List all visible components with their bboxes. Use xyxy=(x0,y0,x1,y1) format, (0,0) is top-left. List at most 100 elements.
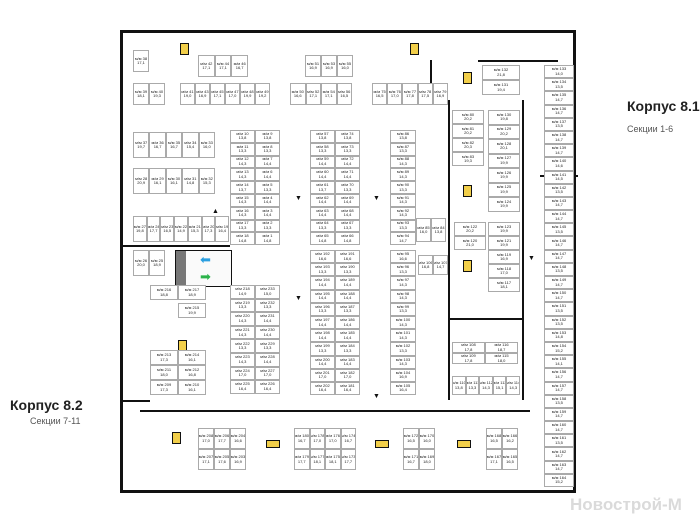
parking-spot[interactable]: м/м 15415,2 xyxy=(544,341,574,356)
parking-spot[interactable]: м/м 3918,1 xyxy=(133,83,149,105)
parking-spot[interactable]: м/м 2719,8 xyxy=(133,216,147,242)
parking-spot[interactable]: м/м 8220,3 xyxy=(452,138,484,152)
parking-spot[interactable]: м/м 9414,7 xyxy=(390,232,416,246)
parking-spot[interactable]: м/м 16113,5 xyxy=(544,434,574,448)
parking-spot[interactable]: м/м 13914,7 xyxy=(544,144,574,158)
parking-spot[interactable]: м/м 6413,3 xyxy=(310,219,335,233)
parking-spot[interactable]: м/м 12920,2 xyxy=(488,124,520,139)
parking-spot[interactable]: м/м 21016,1 xyxy=(178,380,206,395)
parking-spot[interactable]: м/м 14314,7 xyxy=(544,196,574,211)
parking-spot[interactable]: м/м 7313,3 xyxy=(335,142,360,156)
parking-spot[interactable]: м/м 6514,8 xyxy=(310,232,335,246)
parking-spot[interactable]: м/м 1814,8 xyxy=(230,232,255,246)
parking-spot[interactable]: м/м 6713,3 xyxy=(335,219,360,233)
parking-spot[interactable]: м/м 22314,3 xyxy=(230,352,255,367)
parking-spot[interactable]: м/м 16516,5 xyxy=(502,449,518,470)
parking-spot[interactable]: м/м 4517,1 xyxy=(210,83,225,105)
parking-spot[interactable]: м/м 213,3 xyxy=(255,219,280,233)
parking-spot[interactable]: м/м 22913,3 xyxy=(255,339,280,353)
parking-spot[interactable]: м/м 9114,3 xyxy=(390,193,416,207)
parking-spot[interactable]: м/м 5016,6 xyxy=(290,83,306,105)
parking-spot[interactable]: м/м 10714,7 xyxy=(433,255,448,275)
parking-spot[interactable]: м/м 4119,0 xyxy=(180,83,195,105)
parking-spot[interactable]: м/м 9814,3 xyxy=(390,289,416,303)
parking-spot[interactable]: м/м 3215,3 xyxy=(198,168,215,194)
parking-spot[interactable]: м/м 15714,7 xyxy=(544,381,574,395)
parking-spot[interactable]: м/м 20817,0 xyxy=(198,428,214,449)
parking-spot[interactable]: м/м 22516,4 xyxy=(230,380,255,394)
parking-spot[interactable]: м/м 12220,2 xyxy=(454,222,486,236)
parking-spot[interactable]: м/м 8413,8 xyxy=(431,218,446,242)
parking-spot[interactable]: м/м 11214,3 xyxy=(479,376,493,395)
parking-spot[interactable]: м/м 1113,3 xyxy=(230,142,255,156)
parking-spot[interactable]: м/м 22417,0 xyxy=(230,366,255,381)
parking-spot[interactable]: м/м 11113,3 xyxy=(465,376,480,395)
parking-spot[interactable]: м/м 3016,1 xyxy=(165,168,183,194)
parking-spot[interactable]: м/м 14414,7 xyxy=(544,210,574,224)
parking-spot[interactable]: м/м 22114,3 xyxy=(230,325,255,340)
parking-spot[interactable]: м/м 20617,7 xyxy=(214,428,230,449)
parking-spot[interactable]: м/м 3516,7 xyxy=(165,132,183,158)
parking-spot[interactable]: м/м 13514,7 xyxy=(544,91,574,105)
parking-spot[interactable]: м/м 14014,6 xyxy=(544,157,574,171)
parking-spot[interactable]: м/м 5116,9 xyxy=(305,55,321,77)
parking-spot[interactable]: м/м 14614,7 xyxy=(544,236,574,250)
parking-spot[interactable]: м/м 17617,0 xyxy=(325,428,341,449)
parking-spot[interactable]: м/м 3415,4 xyxy=(182,132,199,158)
parking-spot[interactable]: м/м 3817,1 xyxy=(133,50,149,72)
parking-spot[interactable]: м/м 17216,5 xyxy=(403,428,419,449)
parking-spot[interactable]: м/м 19913,3 xyxy=(310,342,335,356)
parking-spot[interactable]: м/м 20917,3 xyxy=(150,380,178,395)
parking-spot[interactable]: м/м 11817,0 xyxy=(488,264,520,278)
parking-spot[interactable]: м/м 14813,5 xyxy=(544,262,574,276)
parking-spot[interactable]: м/м 14114,5 xyxy=(544,170,574,184)
parking-spot[interactable]: м/м 9913,3 xyxy=(390,302,416,316)
parking-spot[interactable]: м/м 5417,1 xyxy=(321,83,337,105)
parking-spot[interactable]: м/м 18713,3 xyxy=(335,302,360,316)
parking-spot[interactable]: м/м 19814,4 xyxy=(310,329,335,343)
parking-spot[interactable]: м/м 314,4 xyxy=(255,206,280,220)
parking-spot[interactable]: м/м 614,4 xyxy=(255,168,280,182)
parking-spot[interactable]: м/м 20517,6 xyxy=(214,449,230,470)
parking-spot[interactable]: м/м 16616,2 xyxy=(502,428,518,449)
parking-spot[interactable]: м/м 17718,1 xyxy=(309,449,325,470)
parking-spot[interactable]: м/м 3114,8 xyxy=(182,168,199,194)
parking-spot[interactable]: м/м 20014,4 xyxy=(310,355,335,369)
parking-spot[interactable]: м/м 12021,0 xyxy=(454,236,486,250)
parking-spot[interactable]: м/м 18614,4 xyxy=(335,315,360,330)
parking-spot[interactable]: м/м 1214,3 xyxy=(230,155,255,169)
parking-spot[interactable]: м/м 18314,4 xyxy=(335,355,360,369)
parking-spot[interactable]: м/м 17416,7 xyxy=(340,428,356,449)
parking-spot[interactable]: м/м 3616,7 xyxy=(149,132,166,158)
parking-spot[interactable]: м/м 20117,0 xyxy=(310,368,335,382)
parking-spot[interactable]: м/м 14213,5 xyxy=(544,183,574,197)
parking-spot[interactable]: м/м 11718,1 xyxy=(488,278,520,292)
parking-spot[interactable]: м/м 16717,1 xyxy=(486,449,502,470)
parking-spot[interactable]: м/м 7817,5 xyxy=(417,83,433,105)
parking-spot[interactable]: м/м 20316,9 xyxy=(230,449,246,470)
parking-spot[interactable]: м/м 9613,3 xyxy=(390,263,416,277)
parking-spot[interactable]: м/м 11414,3 xyxy=(506,376,520,395)
parking-spot[interactable]: м/м 8914,3 xyxy=(390,168,416,182)
parking-spot[interactable]: м/м 15314,8 xyxy=(544,328,574,342)
parking-spot[interactable]: м/м 13814,7 xyxy=(544,130,574,145)
parking-spot[interactable]: м/м 2316,5 xyxy=(160,216,175,242)
parking-spot[interactable]: м/м 9516,6 xyxy=(390,250,416,264)
parking-spot[interactable]: м/м 3719,7 xyxy=(133,132,150,158)
parking-spot[interactable]: м/м 4316,9 xyxy=(195,83,210,105)
parking-spot[interactable]: м/м 11315,1 xyxy=(492,376,507,395)
parking-spot[interactable]: м/м 7916,9 xyxy=(432,83,448,105)
parking-spot[interactable]: м/м 22717,0 xyxy=(255,366,280,381)
parking-spot[interactable]: м/м 1614,3 xyxy=(230,206,255,220)
parking-spot[interactable]: м/м 7013,3 xyxy=(335,181,360,194)
parking-spot[interactable]: м/м 12519,9 xyxy=(488,182,520,197)
parking-spot[interactable]: м/м 21618,8 xyxy=(150,285,178,300)
parking-spot[interactable]: м/м 8713,3 xyxy=(390,142,416,156)
parking-spot[interactable]: м/м 8613,8 xyxy=(390,130,416,143)
parking-spot[interactable]: м/м 11013,8 xyxy=(452,376,466,395)
parking-spot[interactable]: м/м 10817,8 xyxy=(452,342,485,353)
parking-spot[interactable]: м/м 22616,4 xyxy=(255,380,280,394)
parking-spot[interactable]: м/м 2820,9 xyxy=(133,168,150,194)
parking-spot[interactable]: м/м 23014,4 xyxy=(255,325,280,340)
parking-spot[interactable]: м/м 10014,3 xyxy=(390,315,416,330)
